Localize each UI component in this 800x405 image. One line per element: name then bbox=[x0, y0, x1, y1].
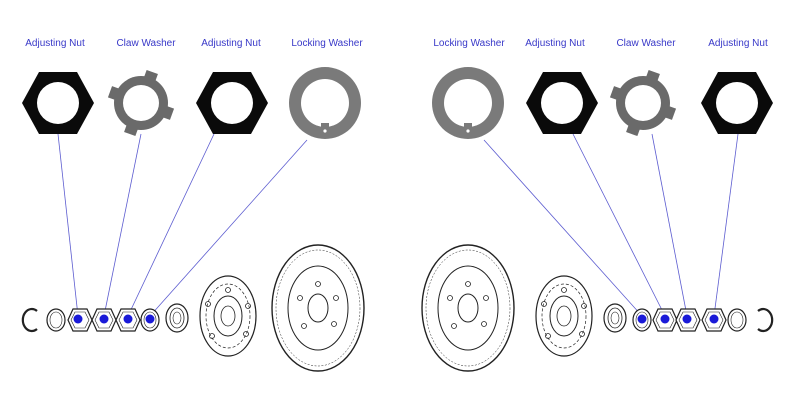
marker-dot bbox=[660, 314, 670, 324]
marker-dot bbox=[123, 314, 133, 324]
adjusting-nut-icon bbox=[526, 72, 598, 134]
label-claw-washer: Claw Washer bbox=[116, 38, 176, 49]
brake-disc-icon bbox=[421, 244, 515, 372]
leader-line bbox=[651, 133, 688, 317]
claw-washer-icon bbox=[107, 69, 175, 137]
label-locking-washer: Locking Washer bbox=[291, 38, 363, 49]
marker-dot bbox=[709, 314, 719, 324]
label-locking-washer: Locking Washer bbox=[433, 38, 505, 49]
leader-lines bbox=[57, 133, 739, 317]
marker-dot bbox=[682, 314, 692, 324]
claw-washer-icon bbox=[609, 69, 677, 137]
leader-line bbox=[127, 133, 215, 317]
marker-dot bbox=[99, 314, 109, 324]
bearing-icon bbox=[603, 303, 627, 333]
circlip-icon bbox=[21, 307, 39, 333]
adjusting-nut-icon bbox=[196, 72, 268, 134]
left-assembly bbox=[21, 244, 365, 372]
markers bbox=[73, 314, 719, 324]
leader-line bbox=[57, 133, 79, 317]
leader-line bbox=[149, 139, 308, 317]
wheel-hub-icon bbox=[535, 275, 593, 357]
leader-line bbox=[713, 133, 739, 317]
marker-dot bbox=[73, 314, 83, 324]
adjusting-nut-icon bbox=[701, 72, 773, 134]
locking-washer-icon bbox=[289, 67, 361, 139]
label-adjusting-nut: Adjusting Nut bbox=[708, 38, 768, 49]
bearing-icon bbox=[46, 308, 66, 332]
marker-dot bbox=[637, 314, 647, 324]
label-adjusting-nut: Adjusting Nut bbox=[201, 38, 261, 49]
marker-dot bbox=[145, 314, 155, 324]
leader-line bbox=[483, 139, 643, 317]
bearing-icon bbox=[165, 303, 189, 333]
circlip-icon bbox=[756, 307, 774, 333]
right-assembly bbox=[421, 244, 774, 372]
locking-washer-icon bbox=[432, 67, 504, 139]
wheel-hub-icon bbox=[199, 275, 257, 357]
brake-disc-icon bbox=[271, 244, 365, 372]
leader-line bbox=[103, 133, 142, 317]
leader-line bbox=[572, 133, 666, 317]
bearing-icon bbox=[727, 308, 747, 332]
label-adjusting-nut: Adjusting Nut bbox=[25, 38, 85, 49]
adjusting-nut-icon bbox=[22, 72, 94, 134]
label-adjusting-nut: Adjusting Nut bbox=[525, 38, 585, 49]
label-claw-washer: Claw Washer bbox=[616, 38, 676, 49]
